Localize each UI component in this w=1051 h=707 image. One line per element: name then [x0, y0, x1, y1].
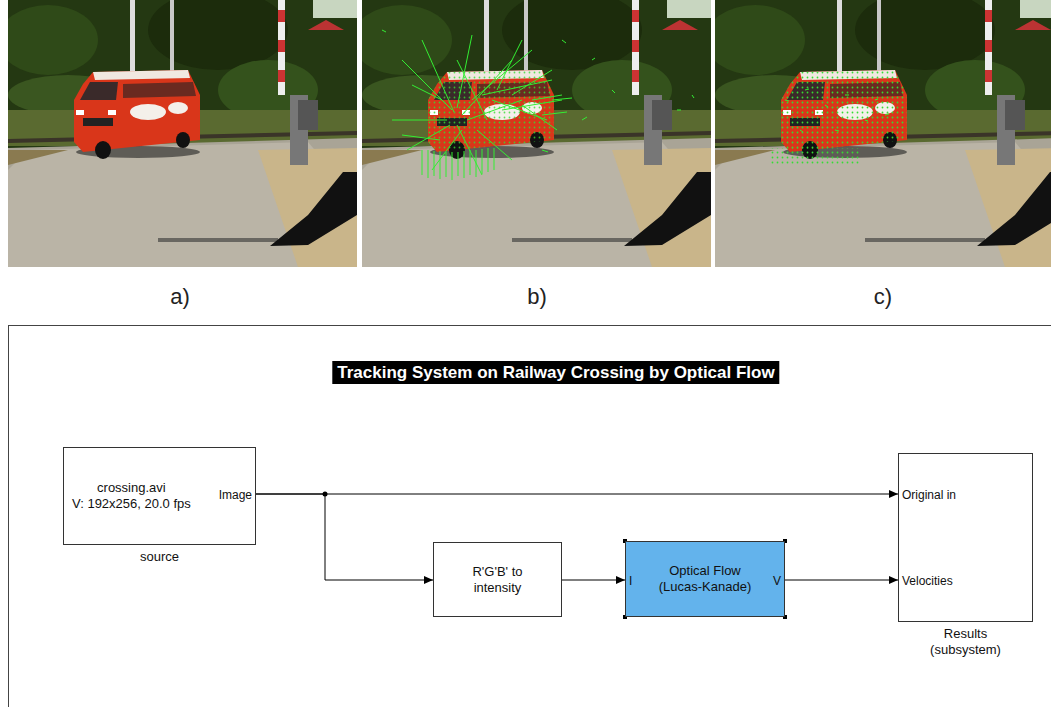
signal-line — [562, 580, 625, 581]
signal-line — [256, 494, 898, 495]
photo-flow-vectors — [352, 0, 711, 267]
text-line: (Lucas-Kanade) — [659, 579, 752, 595]
source-block: crossing.avi V: 192x256, 20.0 fpsImageso… — [63, 447, 256, 545]
port-label: V — [773, 574, 781, 588]
results-subsystem: Original inVelocitiesResults (subsystem) — [898, 453, 1033, 622]
port-label: Image — [219, 488, 252, 502]
block-text: Optical Flow (Lucas-Kanade) — [659, 563, 752, 595]
block-caption: Results (subsystem) — [930, 626, 1001, 658]
diagram-title: Tracking System on Railway Crossing by O… — [332, 361, 779, 384]
port-label: Original in — [902, 488, 956, 502]
text-line: R'G'B' to — [472, 564, 522, 580]
model-panel — [9, 326, 1051, 707]
signal-line — [256, 494, 433, 580]
panel-label: a) — [170, 284, 190, 310]
panel-label: c) — [874, 284, 892, 310]
text-line: V: 192x256, 20.0 fps — [72, 496, 191, 512]
photo-original — [0, 0, 357, 267]
conversion-block: R'G'B' to intensity — [433, 542, 562, 617]
signal-line — [785, 580, 898, 581]
block-text: R'G'B' to intensity — [472, 564, 522, 596]
text-line: crossing.avi — [72, 480, 191, 496]
block-caption: source — [140, 549, 179, 565]
port-label: Velocities — [902, 574, 953, 588]
text-line: intensity — [472, 580, 522, 596]
text-line: Optical Flow — [659, 563, 752, 579]
optical-flow-block: Optical Flow (Lucas-Kanade) I V — [625, 541, 785, 617]
photo-flow-field — [705, 0, 1051, 267]
port-label: I — [629, 574, 632, 588]
block-text: crossing.avi V: 192x256, 20.0 fps — [72, 480, 191, 512]
text-line: Results — [930, 626, 1001, 642]
panel-label: b) — [527, 284, 547, 310]
text-line: (subsystem) — [930, 642, 1001, 658]
junction-dot — [323, 492, 328, 497]
